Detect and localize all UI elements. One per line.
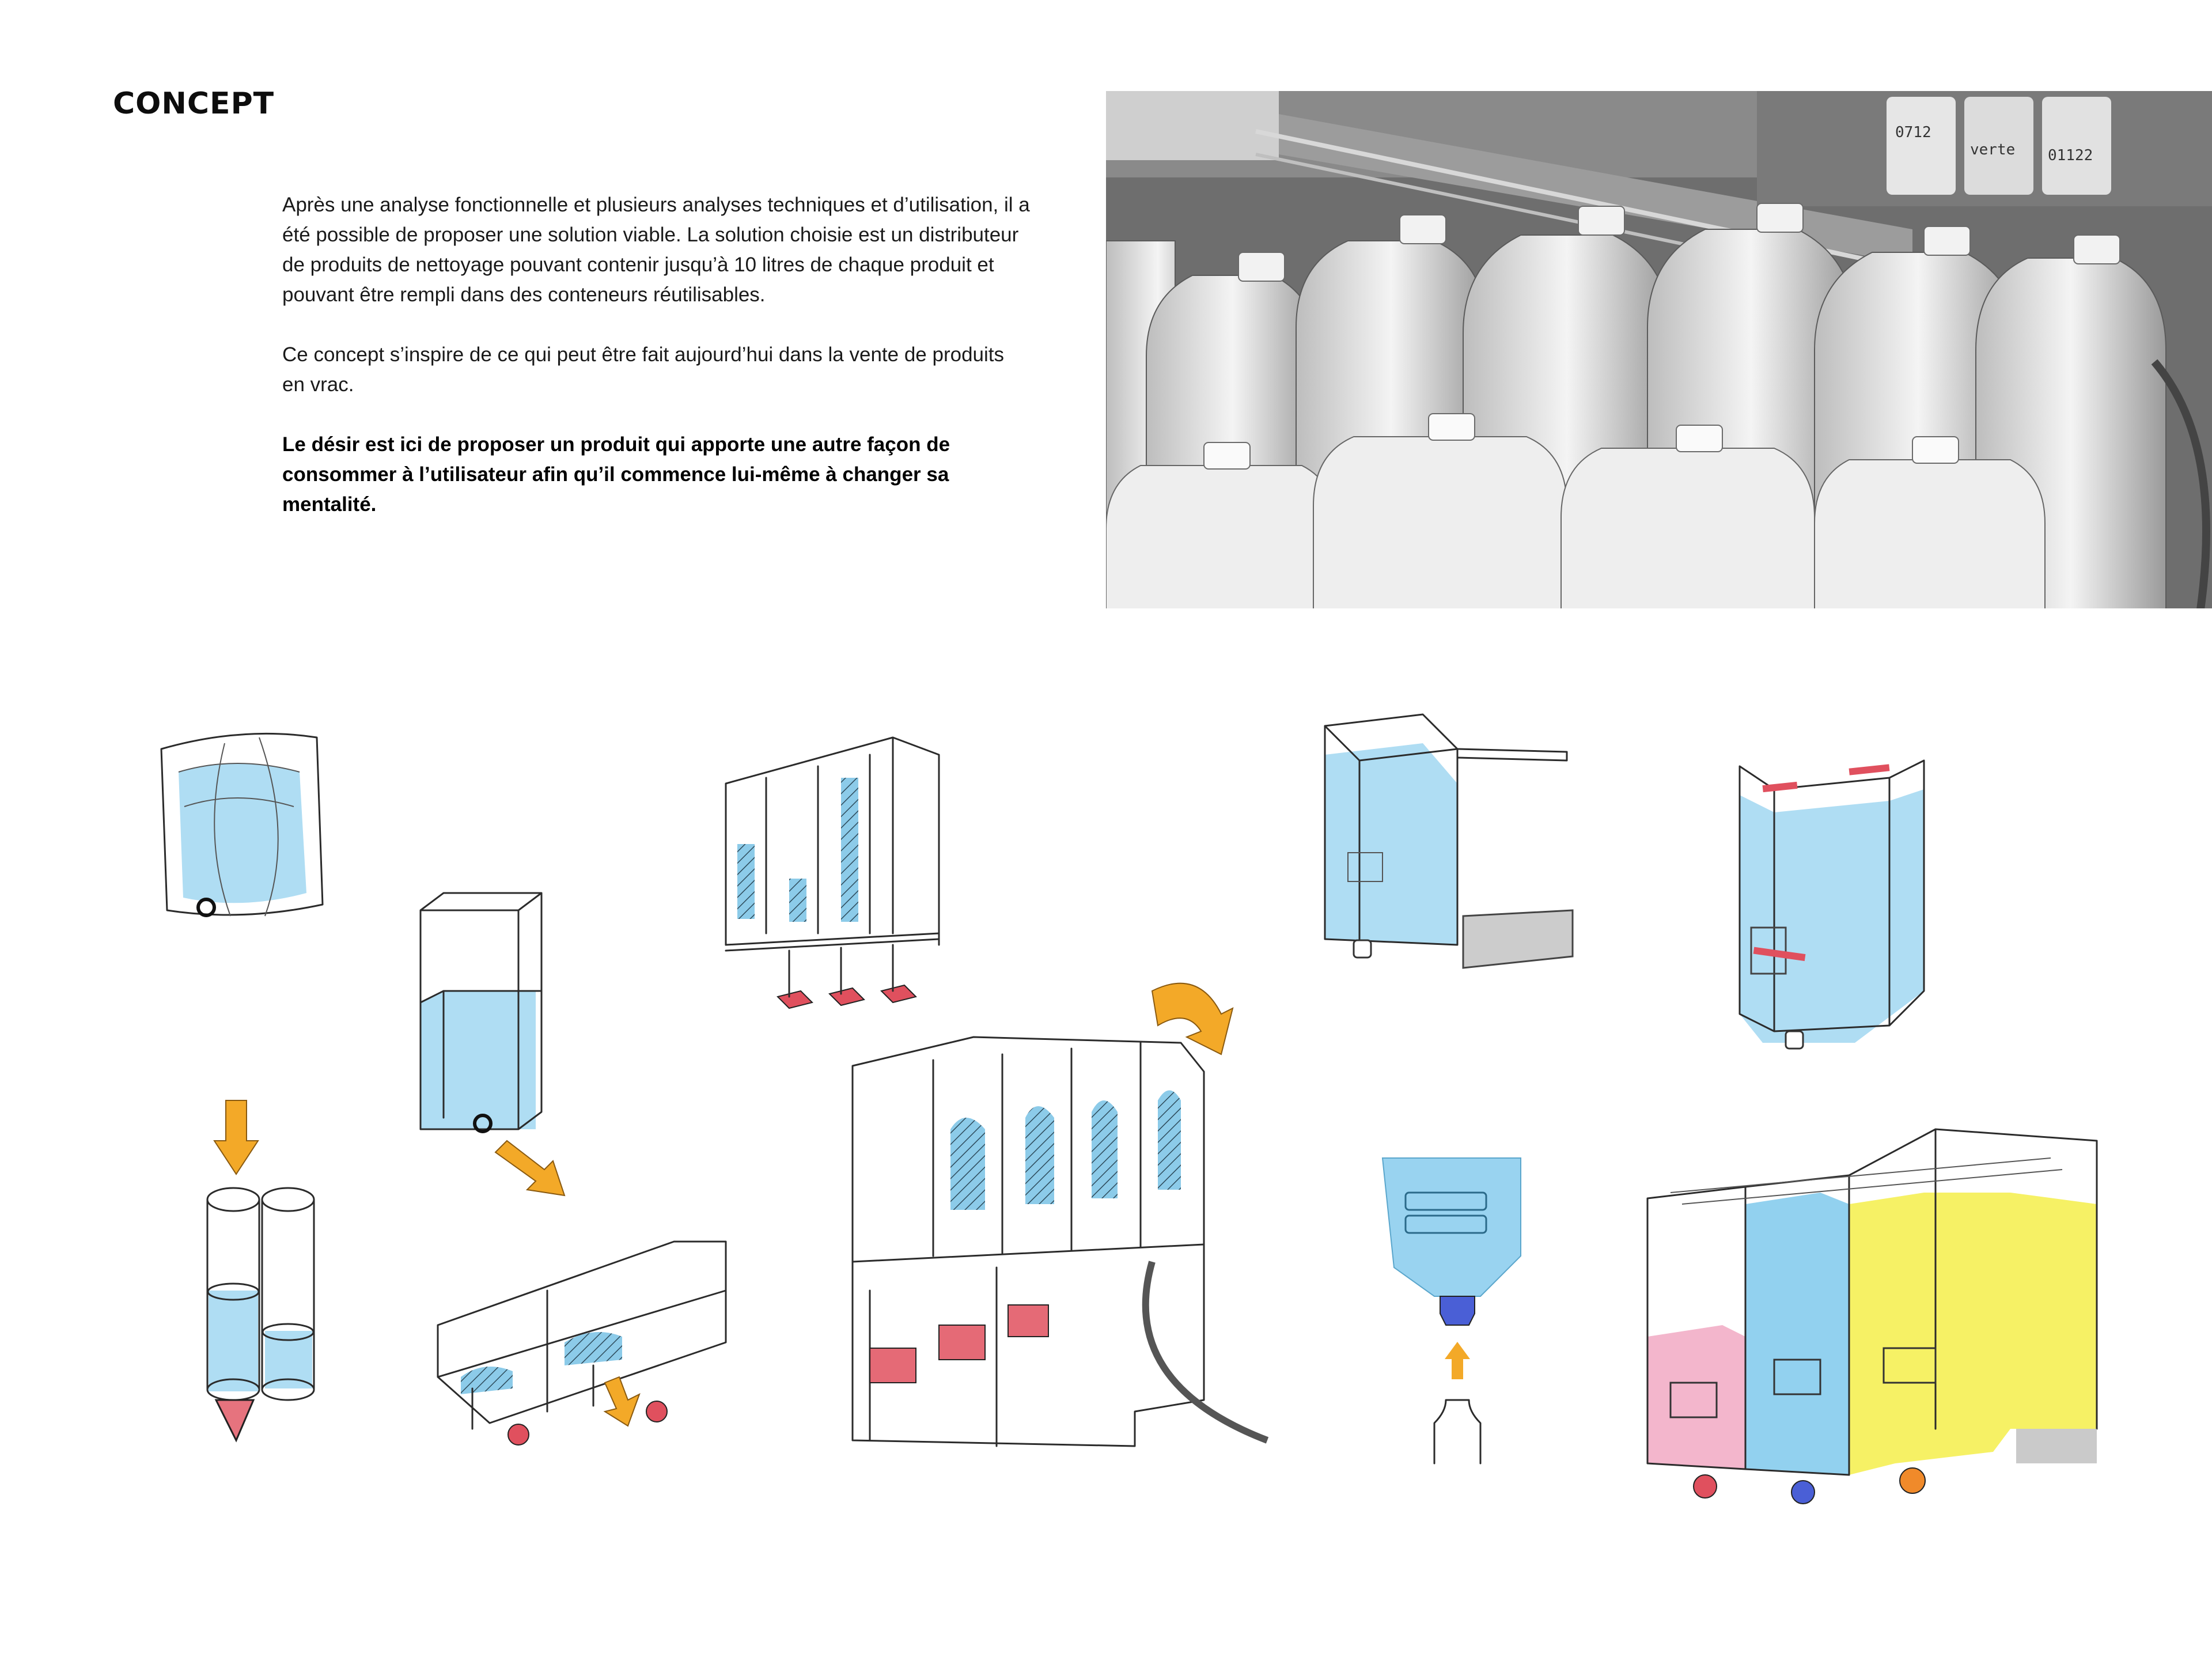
intro-paragraph-2: Ce concept s’inspire de ce qui peut être… — [282, 343, 1005, 396]
page-title: CONCEPT — [113, 86, 275, 121]
sketch-three-color-tanks — [1636, 1118, 2098, 1521]
intro-text: Après une analyse fonctionnelle et plusi… — [282, 190, 1031, 550]
sketch-wall-dispenser — [432, 1239, 737, 1481]
svg-text:0712: 0712 — [1895, 124, 1931, 141]
bottles-photo: 0712 verte 01122 — [1106, 91, 2212, 608]
sketch-main-dispenser — [851, 982, 1269, 1498]
jug-labels: 0712 verte 01122 — [1887, 97, 2111, 195]
sketch-tank-red-handles — [1728, 743, 1936, 1066]
svg-text:01122: 01122 — [2048, 147, 2093, 164]
sketch-cylinders — [202, 1187, 340, 1452]
intro-paragraph-1: Après une analyse fonctionnelle et plusi… — [282, 194, 1030, 306]
sketch-tall-box — [415, 887, 547, 1141]
sketch-bottle-refill — [1371, 1152, 1544, 1465]
arrow-diagonal-icon — [494, 1140, 570, 1198]
sketch-three-slot-dispenser — [720, 732, 945, 1037]
sketch-bag-in-box — [156, 720, 328, 939]
sketch-removable-tank — [1313, 703, 1578, 991]
intro-paragraph-3: Le désir est ici de proposer un produit … — [282, 433, 950, 516]
svg-text:verte: verte — [1970, 141, 2015, 158]
arrow-down-icon — [213, 1100, 259, 1175]
